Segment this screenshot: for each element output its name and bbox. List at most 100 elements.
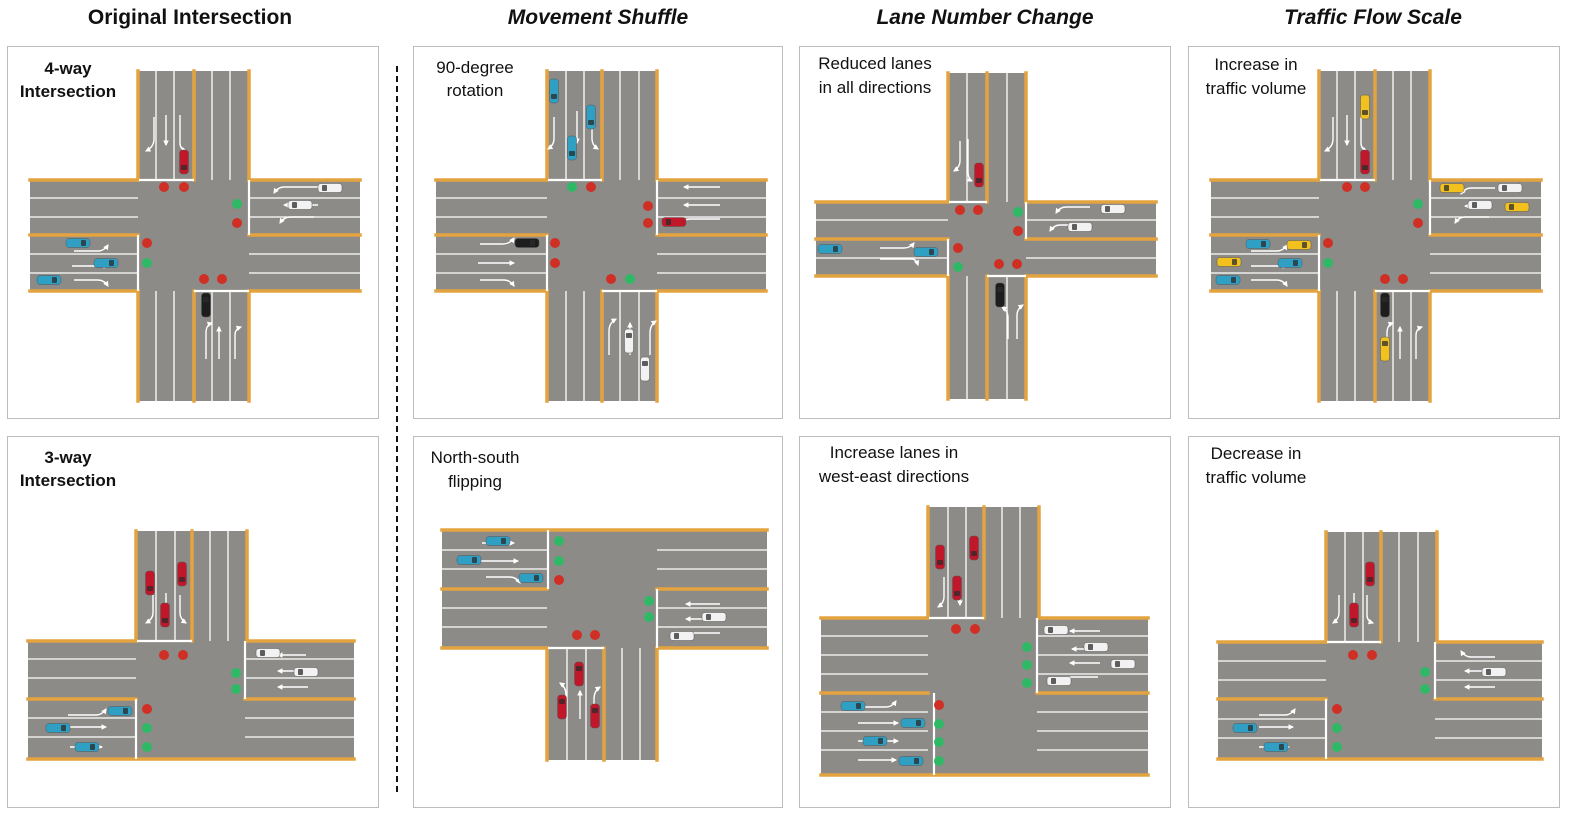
signal-red	[217, 274, 227, 284]
signal-red	[1348, 650, 1358, 660]
lane-arrow	[486, 576, 521, 584]
lane-arrow	[1366, 595, 1375, 625]
lane-arrow	[1454, 216, 1489, 224]
signal-red	[951, 624, 961, 634]
signal-red	[1360, 182, 1370, 192]
signal-green	[934, 756, 944, 766]
car-teal	[840, 701, 866, 711]
lane-arrow	[279, 216, 314, 224]
signal-red	[572, 630, 582, 640]
car-teal	[93, 258, 119, 268]
lane-arrow	[1049, 224, 1088, 232]
intersection-drawing	[434, 69, 768, 403]
signal-green	[1022, 678, 1032, 688]
signal-red	[953, 243, 963, 253]
car-white	[701, 612, 727, 622]
panel-label-line1: Increase lanes in	[829, 443, 959, 462]
intersection-drawing	[28, 69, 362, 403]
panel-north-south-flipping: North-south flipping	[413, 436, 783, 808]
lane-arrow	[591, 117, 599, 150]
car-teal	[586, 104, 596, 130]
lane-arrow	[547, 117, 555, 150]
panel-label-line2: west-east directions	[818, 467, 970, 486]
lane-arrow	[1323, 117, 1334, 152]
car-white	[287, 200, 313, 210]
car-red	[160, 602, 170, 628]
signal-green	[1022, 642, 1032, 652]
signal-green	[554, 536, 564, 546]
lane-arrow	[1259, 708, 1296, 716]
signal-green	[1420, 667, 1430, 677]
lane-arrow	[1055, 206, 1090, 214]
lane-arrow	[144, 117, 155, 152]
lane-arrow	[1460, 187, 1495, 195]
signal-red	[199, 274, 209, 284]
signal-red	[178, 650, 188, 660]
signal-green	[1420, 684, 1430, 694]
panel-reduced-lanes: Reduced lanes in all directions	[799, 46, 1171, 419]
column-title-movement-shuffle: Movement Shuffle	[507, 6, 689, 29]
signal-red	[994, 259, 1004, 269]
lane-arrow	[145, 595, 154, 624]
signal-red	[142, 704, 152, 714]
intersection-drawing	[819, 505, 1150, 777]
car-teal	[549, 78, 559, 104]
car-teal	[1232, 723, 1258, 733]
lane-arrow	[966, 139, 974, 182]
car-red	[935, 544, 945, 570]
signal-red	[550, 258, 560, 268]
car-teal	[1245, 239, 1271, 249]
panel-original-4way: 4-way Intersection	[7, 46, 379, 419]
panel-label-line2: Intersection	[19, 82, 117, 101]
car-red	[557, 694, 567, 720]
panel-label-line2: traffic volume	[1205, 468, 1307, 487]
signal-red	[606, 274, 616, 284]
lane-arrow	[234, 325, 243, 359]
lane-arrow	[1016, 304, 1024, 339]
car-red	[1349, 602, 1359, 628]
car-white	[624, 328, 634, 354]
signal-red	[643, 218, 653, 228]
column-title-original: Original Intersection	[87, 6, 293, 29]
signal-green	[142, 742, 152, 752]
car-red	[145, 570, 155, 596]
car-yellow	[1380, 336, 1390, 362]
car-yellow	[1360, 94, 1370, 120]
column-title-traffic-flow-scale: Traffic Flow Scale	[1284, 6, 1462, 29]
panel-increase-lanes-west-east: Increase lanes in west-east directions	[799, 436, 1171, 808]
car-red	[974, 162, 984, 188]
car-teal	[862, 736, 888, 746]
signal-red	[590, 630, 600, 640]
signal-red	[142, 238, 152, 248]
car-teal	[74, 742, 100, 752]
signal-red	[1413, 218, 1423, 228]
lane-arrow	[480, 237, 515, 245]
signal-red	[1012, 259, 1022, 269]
car-white	[1083, 642, 1109, 652]
car-red	[952, 575, 962, 601]
signal-red	[1323, 238, 1333, 248]
panel-label-line1: 90-degree	[436, 58, 514, 77]
car-yellow	[1286, 240, 1312, 250]
car-teal	[567, 135, 577, 161]
car-red	[1365, 561, 1375, 587]
column-title-lane-number-change: Lane Number Change	[876, 6, 1094, 29]
car-black	[1380, 292, 1390, 318]
signal-green	[644, 596, 654, 606]
car-white	[1110, 659, 1136, 669]
signal-green	[1413, 199, 1423, 209]
car-red	[590, 703, 600, 729]
lane-arrow	[1332, 595, 1340, 624]
car-yellow	[1439, 183, 1465, 193]
panel-label-line2: traffic volume	[1205, 79, 1307, 98]
signal-green	[232, 199, 242, 209]
car-teal	[900, 718, 926, 728]
signal-red	[973, 205, 983, 215]
panel-label-line1: Decrease in	[1210, 444, 1302, 463]
car-red	[1360, 149, 1370, 175]
car-yellow	[1504, 202, 1530, 212]
signal-red	[955, 205, 965, 215]
car-black	[995, 282, 1005, 308]
car-white	[255, 648, 281, 658]
car-white	[1100, 204, 1126, 214]
